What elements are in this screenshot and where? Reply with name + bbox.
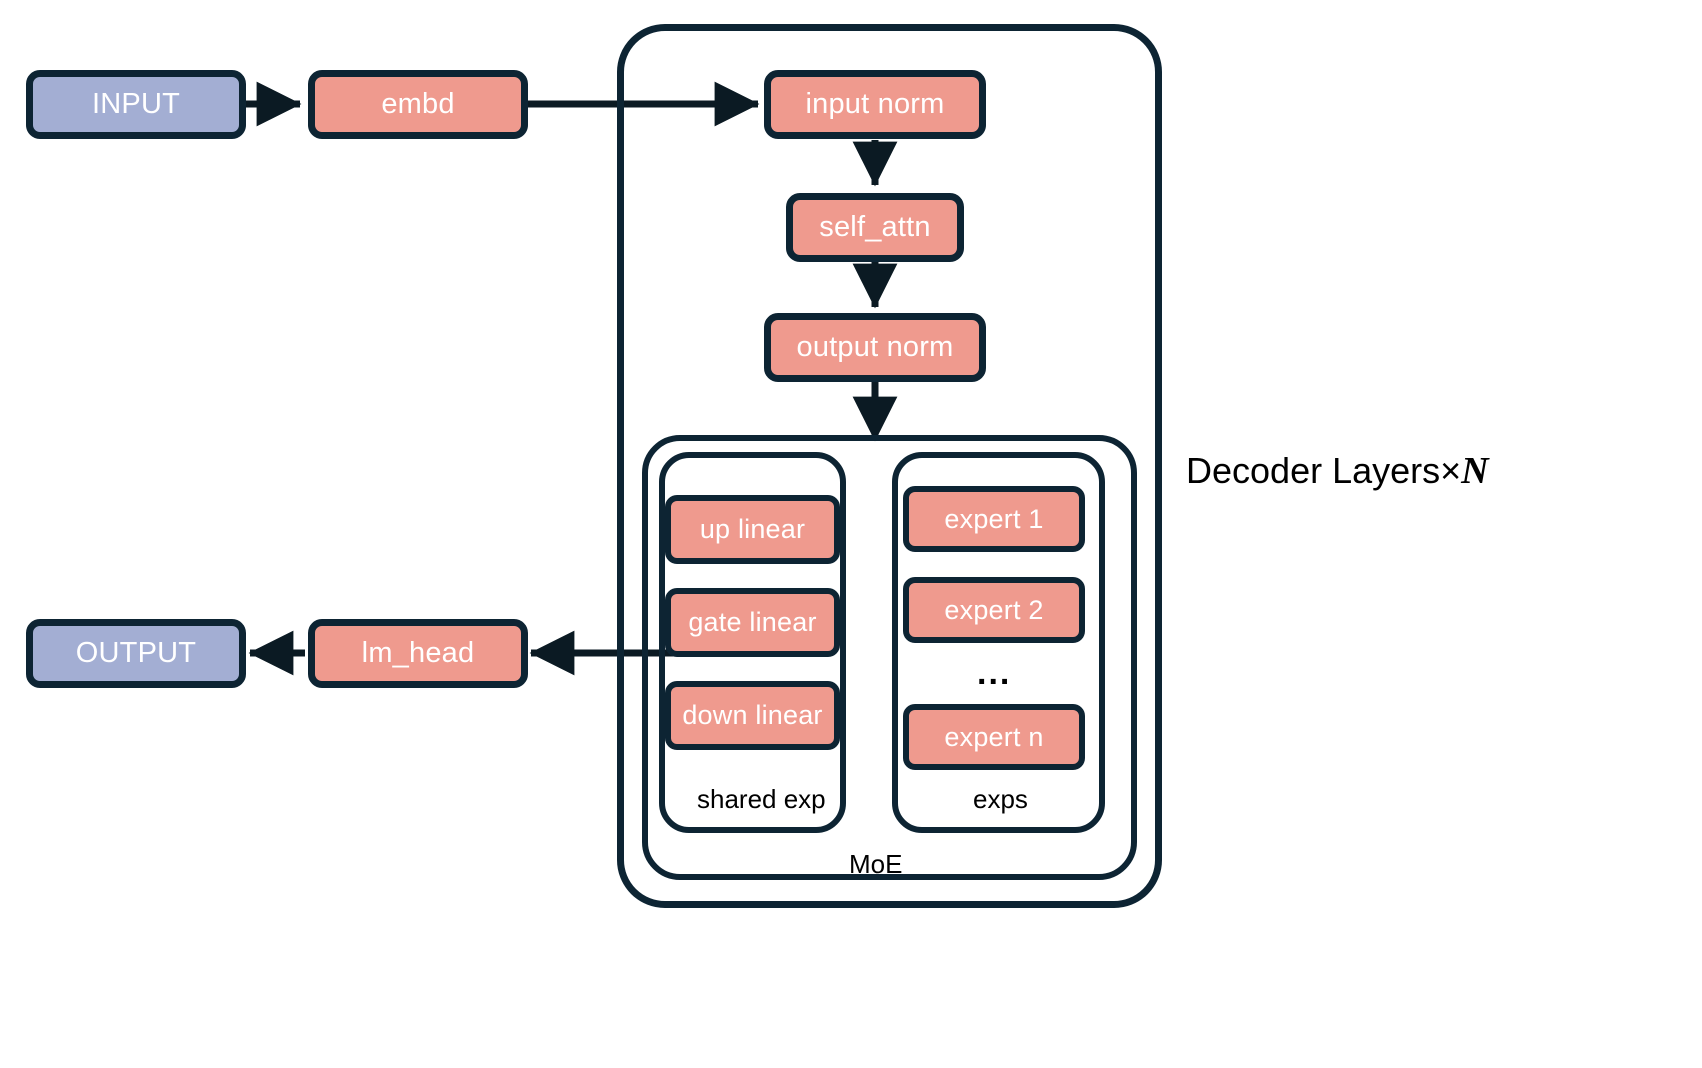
up-linear-node[interactable]: up linear (665, 495, 840, 564)
shared-exp-group-label: shared exp (697, 784, 826, 814)
up-linear-node-label: up linear (699, 514, 806, 544)
expert-n-node[interactable]: expert n (903, 704, 1085, 770)
moe-group-label: MoE (849, 849, 903, 879)
self-attn-node[interactable]: self_attn (786, 193, 964, 262)
embd-node-label: embd (381, 88, 455, 120)
input-norm-node[interactable]: input norm (764, 70, 986, 139)
input-node[interactable]: INPUT (26, 70, 246, 139)
expert-n-node-label: expert n (944, 721, 1044, 752)
output-norm-node[interactable]: output norm (764, 313, 986, 382)
input-node-label: INPUT (92, 88, 180, 120)
lm-head-node-label: lm_head (361, 637, 475, 669)
decoder-layers-caption-text: Decoder Layers× (1186, 450, 1462, 491)
expert-2-node[interactable]: expert 2 (903, 577, 1085, 643)
down-linear-node[interactable]: down linear (665, 681, 840, 750)
decoder-layers-count-n: N (1461, 450, 1489, 492)
gate-linear-node-label: gate linear (688, 607, 817, 637)
input-norm-node-label: input norm (805, 88, 945, 120)
output-node[interactable]: OUTPUT (26, 619, 246, 688)
decoder-layers-caption: Decoder Layers×N (1186, 452, 1489, 490)
output-node-label: OUTPUT (75, 637, 197, 669)
down-linear-node-label: down linear (682, 700, 823, 730)
shared-expert-group (659, 452, 846, 833)
expert-ellipsis-label: ... (977, 654, 1012, 692)
decoder-layers-group (617, 24, 1162, 908)
expert-2-node-label: expert 2 (944, 594, 1044, 625)
gate-linear-node[interactable]: gate linear (665, 588, 840, 657)
expert-1-node-label: expert 1 (944, 503, 1044, 534)
output-norm-node-label: output norm (796, 331, 954, 363)
experts-group (892, 452, 1105, 833)
embd-node[interactable]: embd (308, 70, 528, 139)
lm-head-node[interactable]: lm_head (308, 619, 528, 688)
expert-1-node[interactable]: expert 1 (903, 486, 1085, 552)
exps-group-label: exps (973, 784, 1028, 814)
self-attn-node-label: self_attn (819, 211, 931, 243)
